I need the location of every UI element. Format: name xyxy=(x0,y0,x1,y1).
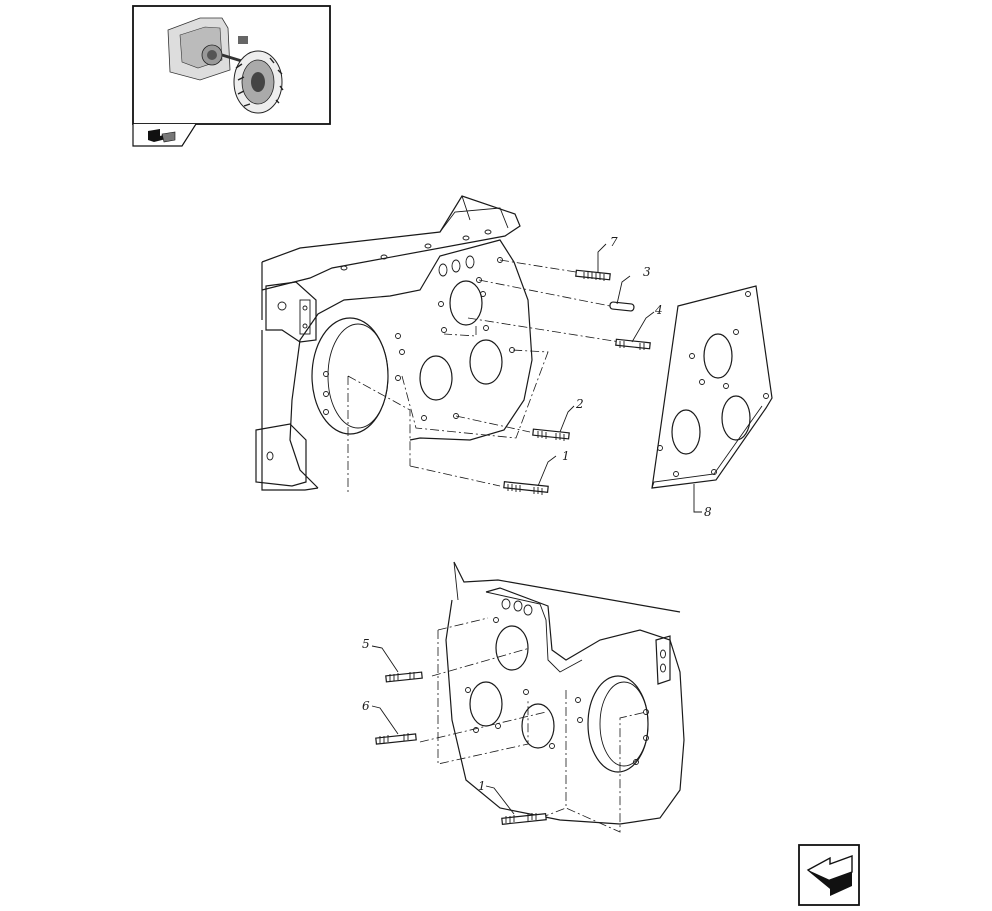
callout-6: 6 xyxy=(362,699,370,713)
thumbnail-frame[interactable] xyxy=(132,5,331,125)
callout-7: 7 xyxy=(610,235,618,249)
group-tab[interactable] xyxy=(132,123,197,147)
callout-1-upper: 1 xyxy=(562,449,570,463)
lower-leaders xyxy=(371,645,515,815)
stud-2[interactable] xyxy=(532,428,570,441)
upper-leaders xyxy=(537,243,702,513)
callout-8: 8 xyxy=(704,505,712,519)
callout-5: 5 xyxy=(362,637,370,651)
upper-housing xyxy=(255,195,621,492)
stud-5[interactable] xyxy=(385,671,423,683)
stud-6[interactable] xyxy=(375,733,417,745)
stud-1-upper[interactable] xyxy=(503,481,549,495)
lower-housing xyxy=(419,561,685,833)
stud-1-lower[interactable] xyxy=(501,813,547,825)
plate-holes xyxy=(323,255,515,421)
next-page-arrow-icon[interactable] xyxy=(798,844,860,906)
stud-4[interactable] xyxy=(615,338,651,350)
tractor-thumbnail-icon xyxy=(167,17,284,114)
lower-holes xyxy=(465,598,649,765)
callout-3: 3 xyxy=(643,265,651,279)
flange-holes xyxy=(340,229,492,271)
callout-1-lower: 1 xyxy=(478,779,486,793)
pin-3[interactable] xyxy=(609,301,635,312)
callout-4: 4 xyxy=(654,303,663,317)
book-arrow-icon xyxy=(148,129,176,143)
stud-7[interactable] xyxy=(575,269,611,281)
callout-2: 2 xyxy=(575,397,584,411)
gasket-8[interactable] xyxy=(651,285,773,489)
